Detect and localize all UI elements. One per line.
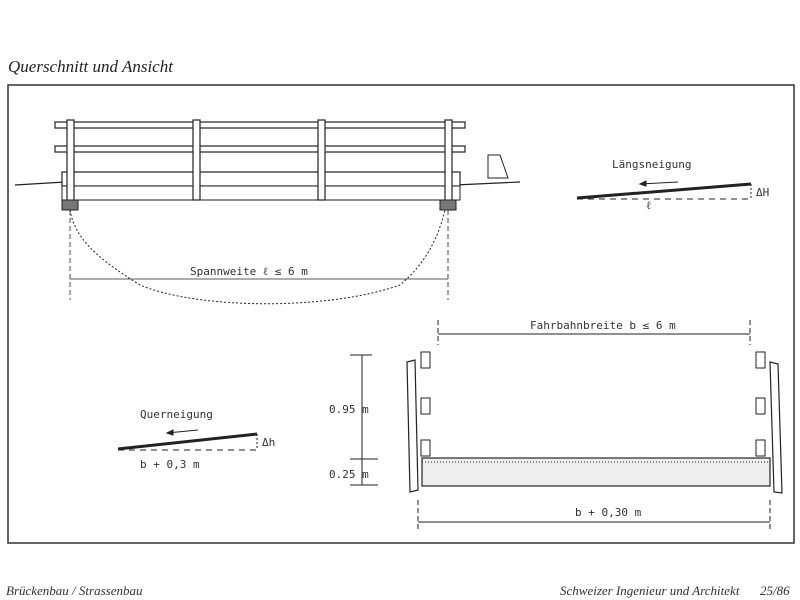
delta-h-small-label: Δh: [262, 436, 275, 449]
span-symbol: ℓ: [646, 199, 651, 212]
bridge-elevation: [14, 119, 521, 305]
footer-publication: Schweizer Ingenieur und Architekt: [560, 583, 740, 598]
roadway-width-label: Fahrbahnbreite b ≤ 6 m: [530, 319, 676, 332]
longitudinal-slope-diagram: [576, 180, 752, 200]
cross-slope-width: b + 0,3 m: [140, 458, 200, 471]
bridge-cross-section: [350, 320, 783, 530]
drawing-frame: [7, 84, 795, 544]
total-width-label: b + 0,30 m: [575, 506, 642, 519]
cross-slope-diagram: [117, 429, 258, 451]
curb-height-label: 0.25 m: [329, 468, 369, 481]
railing-height-label: 0.95 m: [329, 403, 369, 416]
delta-h-label: ΔH: [756, 186, 769, 199]
cross-slope-title: Querneigung: [140, 408, 213, 421]
footer-section: Brückenbau / Strassenbau: [6, 583, 143, 598]
page-number: 25/86: [760, 583, 790, 598]
longitudinal-slope-title: Längsneigung: [612, 158, 691, 171]
section-title: Querschnitt und Ansicht: [8, 57, 173, 76]
span-label: Spannweite ℓ ≤ 6 m: [190, 265, 308, 278]
